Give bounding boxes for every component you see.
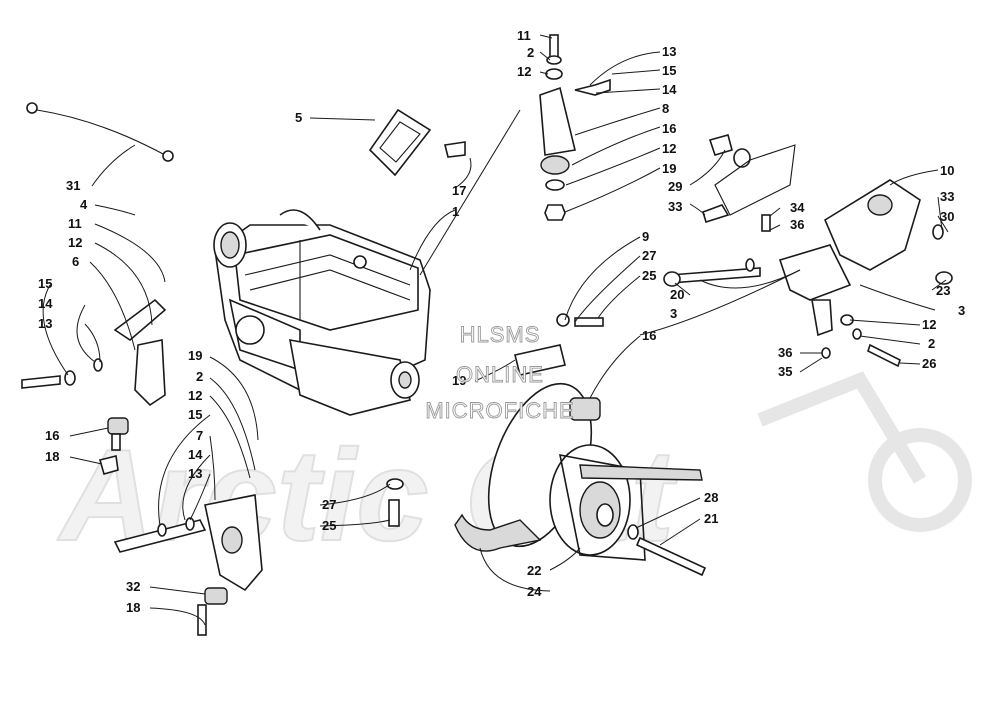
callout-3-center: 3 <box>670 306 677 321</box>
callout-10: 10 <box>940 163 954 178</box>
watermark-line-2: ONLINE <box>456 362 544 387</box>
callout-29: 29 <box>668 179 682 194</box>
callout-19-left: 19 <box>188 348 202 363</box>
callout-16-left: 16 <box>45 428 59 443</box>
top-mount-stack <box>539 34 611 221</box>
callout-12-top: 12 <box>517 64 531 79</box>
callout-33-right: 33 <box>940 189 954 204</box>
callout-28: 28 <box>704 490 718 505</box>
callout-7: 7 <box>196 428 203 443</box>
callout-25-lower: 25 <box>322 518 336 533</box>
callout-12-left: 12 <box>68 235 82 250</box>
throttle-cable <box>26 102 174 162</box>
drive-clutch <box>487 382 646 561</box>
callout-18-lower: 18 <box>126 600 140 615</box>
callout-15-top: 15 <box>662 63 676 78</box>
callout-17: 17 <box>452 183 466 198</box>
callout-15-lower: 15 <box>188 407 202 422</box>
callout-23: 23 <box>936 283 950 298</box>
right-mount-bracket <box>663 179 953 368</box>
callout-27-right: 27 <box>642 248 656 263</box>
callout-19-center: 19 <box>452 373 466 388</box>
engine-assembly <box>213 209 431 416</box>
callout-24: 24 <box>527 584 542 599</box>
callout-34: 34 <box>790 200 805 215</box>
callout-15-left: 15 <box>38 276 52 291</box>
callout-36-upper: 36 <box>790 217 804 232</box>
callout-11-left: 11 <box>68 216 82 231</box>
callout-14-left: 14 <box>38 296 53 311</box>
callout-31: 31 <box>66 178 80 193</box>
callout-4: 4 <box>80 197 88 212</box>
callout-13-left: 13 <box>38 316 52 331</box>
left-bushing <box>99 417 129 475</box>
callout-21: 21 <box>704 511 718 526</box>
callout-12-top-stack: 12 <box>662 141 676 156</box>
drive-belt <box>454 464 703 552</box>
callout-36-lower: 36 <box>778 345 792 360</box>
watermark: HLSMS ONLINE MICROFICHE <box>425 322 574 424</box>
callout-2-top: 2 <box>527 45 534 60</box>
callout-3-right: 3 <box>958 303 965 318</box>
callout-labels: 11 2 12 13 15 14 8 16 12 19 33 29 5 17 1… <box>38 28 965 615</box>
callout-8: 8 <box>662 101 669 116</box>
callout-35: 35 <box>778 364 792 379</box>
upper-right-bracket <box>702 134 796 224</box>
center-bolt <box>386 478 404 527</box>
callout-19-top: 19 <box>662 161 676 176</box>
callout-18-left: 18 <box>45 449 59 464</box>
callout-27-lower: 27 <box>322 497 336 512</box>
clutch-bolt <box>627 524 707 577</box>
callout-32: 32 <box>126 579 140 594</box>
callout-13-lower: 13 <box>188 466 202 481</box>
watermark-line-3: MICROFICHE <box>425 398 574 423</box>
callout-2-left: 2 <box>196 369 203 384</box>
watermark-line-1: HLSMS <box>460 322 541 347</box>
callout-12-lower: 12 <box>188 388 202 403</box>
motorcycle-watermark-icon <box>757 371 972 532</box>
callout-2-right: 2 <box>928 336 935 351</box>
callout-14-top: 14 <box>662 82 677 97</box>
callout-14-lower: 14 <box>188 447 203 462</box>
callout-9: 9 <box>642 229 649 244</box>
left-bracket-7 <box>113 494 263 636</box>
callout-5: 5 <box>295 110 302 125</box>
callout-1: 1 <box>452 204 459 219</box>
callout-30: 30 <box>940 209 954 224</box>
callout-25-right: 25 <box>642 268 656 283</box>
callout-22: 22 <box>527 563 541 578</box>
callout-12-right: 12 <box>922 317 936 332</box>
callout-16-center: 16 <box>642 328 656 343</box>
callout-13-top: 13 <box>662 44 676 59</box>
callout-6: 6 <box>72 254 79 269</box>
callout-33-left: 33 <box>668 199 682 214</box>
callout-26: 26 <box>922 356 936 371</box>
callout-16-top: 16 <box>662 121 676 136</box>
callout-20: 20 <box>670 287 684 302</box>
upper-bracket <box>368 108 466 177</box>
leader-lines <box>42 34 949 626</box>
callout-11-top: 11 <box>517 28 531 43</box>
